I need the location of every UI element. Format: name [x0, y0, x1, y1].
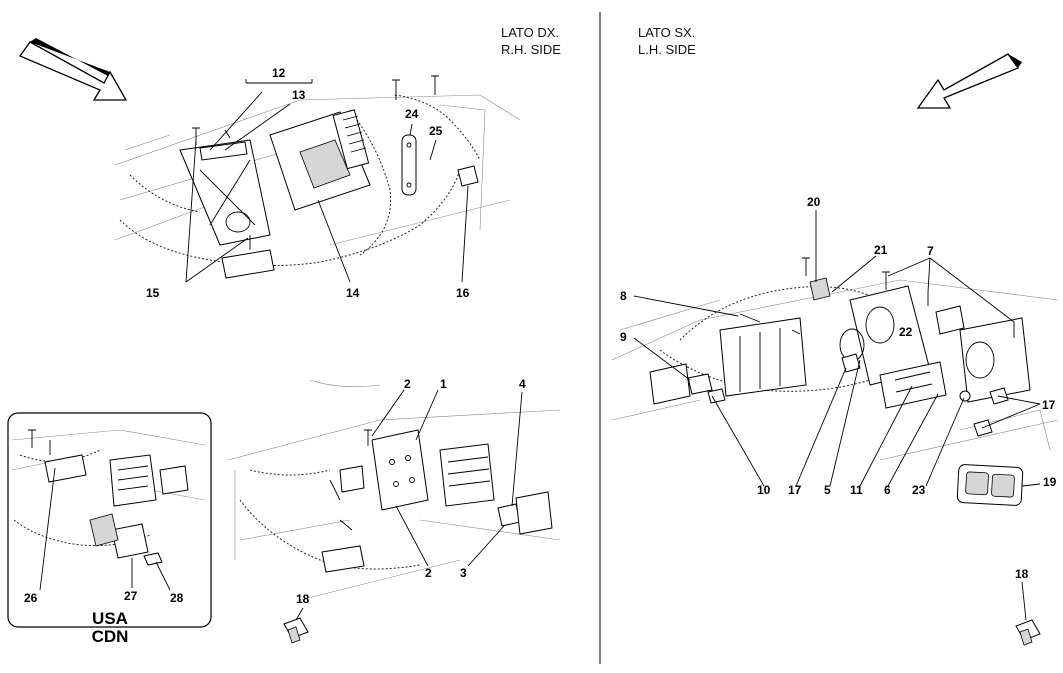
callout-16: 16 [456, 286, 470, 300]
callout-22: 22 [899, 325, 913, 339]
rh-leader-lines [185, 79, 469, 283]
cdn-label: CDN [91, 627, 129, 646]
callout-21: 21 [874, 243, 888, 257]
callout-25: 25 [429, 124, 443, 138]
callout-13: 13 [292, 88, 306, 102]
callout-6: 6 [884, 483, 891, 497]
lh-relay-assembly [611, 257, 1059, 506]
callout-4: 4 [519, 377, 526, 391]
callout-27: 27 [124, 589, 138, 603]
callout-18-right: 18 [1015, 567, 1029, 581]
direction-arrow-lh [916, 53, 1022, 109]
callout-3: 3 [460, 566, 467, 580]
callout-11: 11 [850, 483, 863, 497]
direction-arrow-rh [19, 38, 128, 101]
fuse-box-assembly [227, 379, 561, 601]
callout-1: 1 [440, 377, 447, 391]
clip-18-center [283, 607, 309, 644]
callout-26: 26 [24, 591, 38, 605]
callout-10: 10 [757, 483, 771, 497]
rh-side-label-en: R.H. SIDE [501, 42, 561, 57]
callout-7: 7 [927, 244, 934, 258]
callout-28: 28 [170, 591, 184, 605]
callout-2-lower: 2 [425, 566, 432, 580]
callout-8: 8 [620, 289, 627, 303]
callout-19: 19 [1043, 475, 1057, 489]
usa-cdn-assembly [11, 429, 206, 566]
callout-23: 23 [912, 483, 926, 497]
callout-17-lower: 17 [788, 483, 802, 497]
callout-24: 24 [405, 107, 419, 121]
callout-15: 15 [146, 286, 160, 300]
usa-label: USA [92, 609, 128, 628]
usa-cdn-leader-lines [39, 467, 171, 591]
callout-9: 9 [620, 330, 627, 344]
callout-5: 5 [824, 483, 831, 497]
rh-ecu-assembly [114, 75, 521, 279]
callout-20: 20 [807, 195, 821, 209]
lh-side-label-it: LATO SX. [638, 25, 696, 40]
rh-side-label-it: LATO DX. [501, 25, 560, 40]
lh-side-label-en: L.H. SIDE [638, 42, 696, 57]
callout-14: 14 [346, 286, 360, 300]
callout-2-upper: 2 [404, 377, 411, 391]
callout-18-center: 18 [296, 592, 310, 606]
callout-12: 12 [272, 66, 286, 80]
clip-18-right [1015, 581, 1041, 646]
callout-17-right: 17 [1042, 398, 1056, 412]
lh-leader-lines [633, 210, 1041, 487]
fuse-box-leader-lines [371, 389, 523, 567]
